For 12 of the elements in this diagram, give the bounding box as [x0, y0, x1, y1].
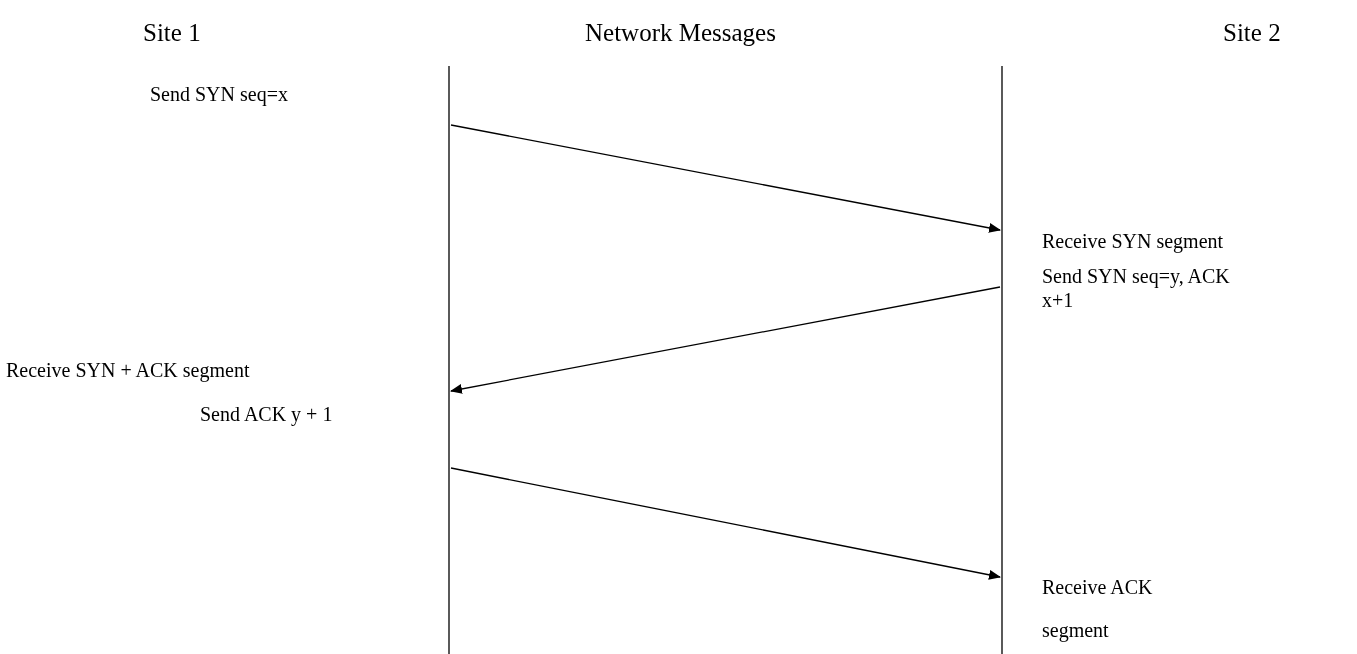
- message-label: Receive ACK segment: [1042, 575, 1154, 644]
- message-arrow: [450, 124, 1001, 233]
- message-label: Receive SYN + ACK segment: [6, 358, 251, 382]
- message-label: Send SYN seq=y, ACK x+1: [1042, 264, 1231, 312]
- message-arrow: [450, 286, 1001, 394]
- message-label: Receive SYN segment: [1042, 229, 1225, 253]
- message-label: Send SYN seq=x: [150, 82, 289, 106]
- column-heading: Site 2: [1223, 18, 1282, 48]
- message-arrow: [450, 467, 1001, 580]
- column-heading: Network Messages: [585, 18, 777, 48]
- message-label: Send ACK y + 1: [200, 402, 334, 426]
- column-heading: Site 1: [143, 18, 202, 48]
